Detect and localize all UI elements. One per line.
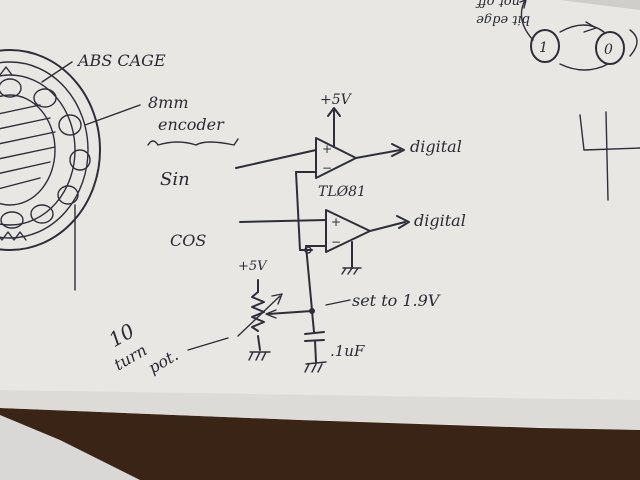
state-diagram: bit edge not off. 1 0 (473, 0, 638, 71)
paper-corner (0, 415, 140, 480)
right-scribble (579, 114, 640, 151)
right-scribble-2 (605, 111, 609, 201)
encoder-brace (147, 138, 239, 146)
pot-note-arrow (187, 337, 229, 351)
digital-output-1: digital (410, 137, 462, 156)
cos-label: COS (170, 231, 206, 250)
bias-network (265, 171, 351, 373)
opamp-model-label: TLØ81 (318, 184, 366, 200)
state-0-label: 0 (604, 42, 613, 58)
corner-note-1: bit edge (476, 12, 530, 27)
abs-cage-drawing (0, 49, 141, 291)
svg-text:+: + (322, 142, 332, 156)
svg-text:−: − (322, 161, 332, 175)
encoder-size-label: 8mm (148, 93, 189, 112)
state-1-label: 1 (539, 40, 548, 56)
capacitor-value-label: .1uF (330, 342, 365, 360)
sin-label: Sin (160, 169, 190, 190)
svg-text:+: + (331, 215, 341, 229)
corner-note-2: not off. (473, 0, 520, 9)
abs-cage-label: ABS CAGE (76, 51, 166, 70)
paper-fold (560, 0, 640, 10)
opamp-top: + − (235, 107, 405, 179)
encoder-label: encoder (158, 115, 225, 134)
potentiometer (237, 279, 283, 361)
paper-sheet (0, 0, 640, 430)
supply-pot-label: +5V (238, 259, 268, 274)
digital-output-2: digital (414, 211, 466, 230)
set-voltage-label: set to 1.9V (352, 291, 441, 310)
supply-top-label: +5V (320, 92, 353, 108)
paper-shadow (0, 390, 640, 430)
svg-text:−: − (331, 235, 341, 249)
opamp-bottom: + − (239, 209, 410, 275)
